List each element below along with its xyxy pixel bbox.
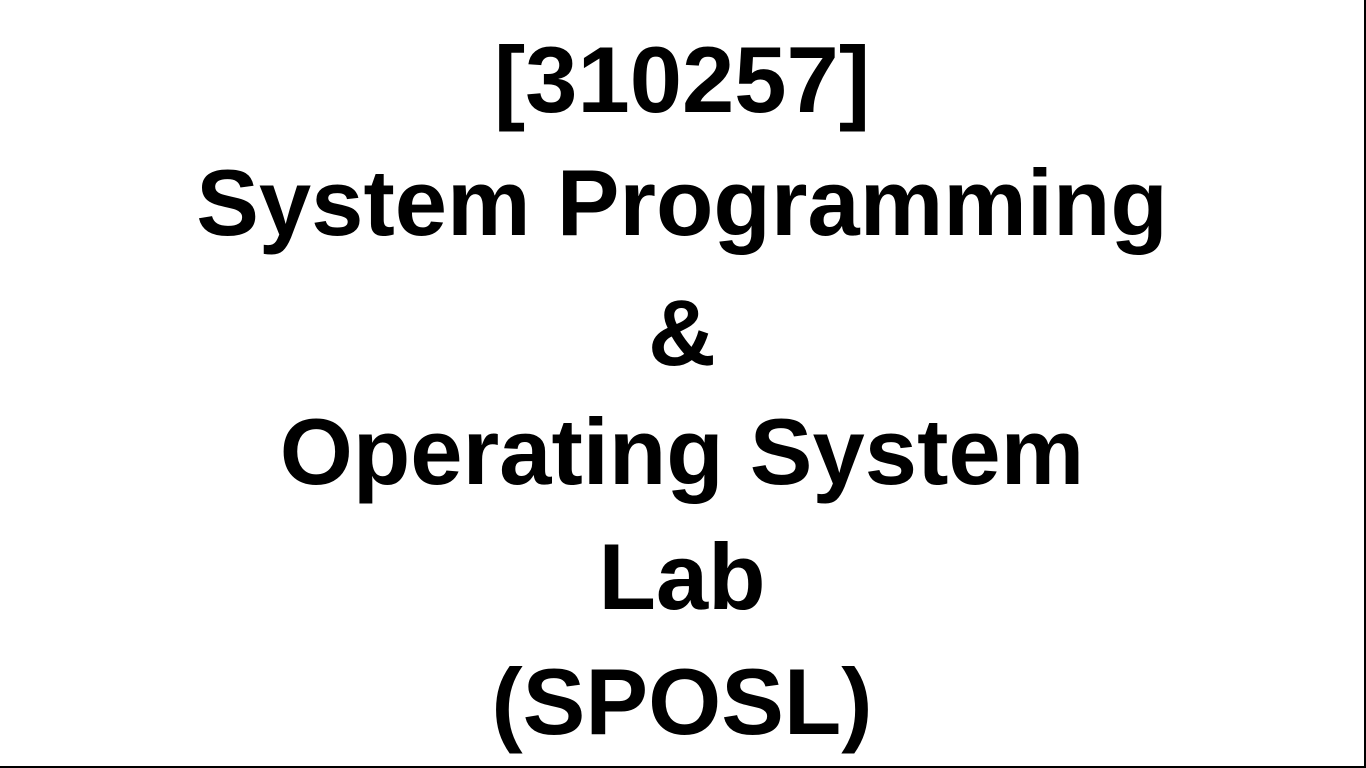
title-line-lab: Lab — [598, 524, 766, 629]
course-abbreviation: (SPOSL) — [491, 649, 873, 754]
title-line-ampersand: & — [648, 280, 716, 385]
course-code: [310257] — [493, 27, 871, 132]
title-line-system-programming: System Programming — [196, 150, 1168, 255]
title-line-operating-system: Operating System — [279, 399, 1085, 504]
